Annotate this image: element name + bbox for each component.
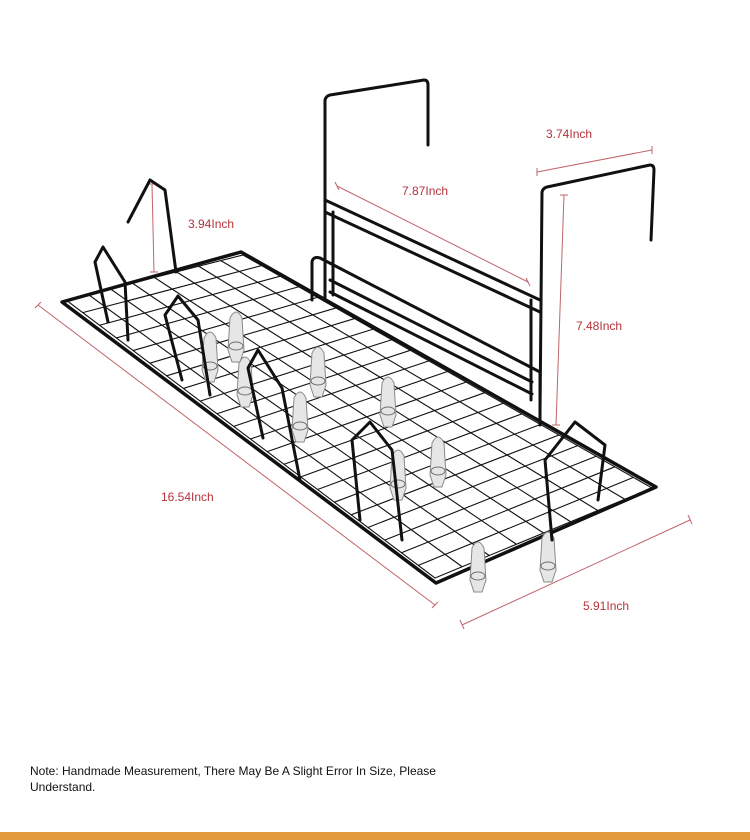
bottom-accent-bar xyxy=(0,832,750,840)
dimension-lines xyxy=(34,146,693,630)
dimension-height-label: 7.48Inch xyxy=(576,319,623,333)
clip xyxy=(379,376,397,428)
mesh-wire xyxy=(200,339,392,402)
clip xyxy=(539,531,557,583)
clip xyxy=(291,391,309,443)
mesh-wire xyxy=(250,370,448,440)
rack-product-illustration xyxy=(34,78,693,630)
mesh-wire xyxy=(116,286,299,339)
mesh-wire xyxy=(99,275,281,326)
dimension-length-label: 16.54Inch xyxy=(161,490,214,504)
mesh-wire xyxy=(283,392,485,465)
mesh-wire xyxy=(132,296,318,352)
dimension-hook-span-label: 7.87Inch xyxy=(402,184,449,198)
mesh-shelf xyxy=(60,250,658,585)
mesh-wire xyxy=(367,445,578,528)
mesh-wire xyxy=(166,318,355,377)
clip xyxy=(429,436,447,488)
clothespin-clips xyxy=(201,311,557,593)
clip xyxy=(309,346,327,398)
mesh-wire xyxy=(401,466,616,554)
dimension-depth-label: 5.91Inch xyxy=(583,599,630,613)
mesh-wire xyxy=(317,413,523,491)
mesh-wire xyxy=(418,476,634,566)
mesh-wire xyxy=(233,360,430,427)
mesh-wire xyxy=(82,265,262,314)
dimension-end-height-label: 3.94Inch xyxy=(188,217,235,231)
mesh-wire xyxy=(300,402,504,478)
clip xyxy=(227,311,245,363)
mesh-wire xyxy=(350,434,560,516)
dimension-top-width-label: 3.74Inch xyxy=(546,127,593,141)
mesh-wire xyxy=(384,455,597,541)
clip xyxy=(469,541,487,593)
back-frame-hooks xyxy=(310,78,656,427)
measurement-note: Note: Handmade Measurement, There May Be… xyxy=(30,764,436,794)
front-dividers xyxy=(93,178,607,542)
